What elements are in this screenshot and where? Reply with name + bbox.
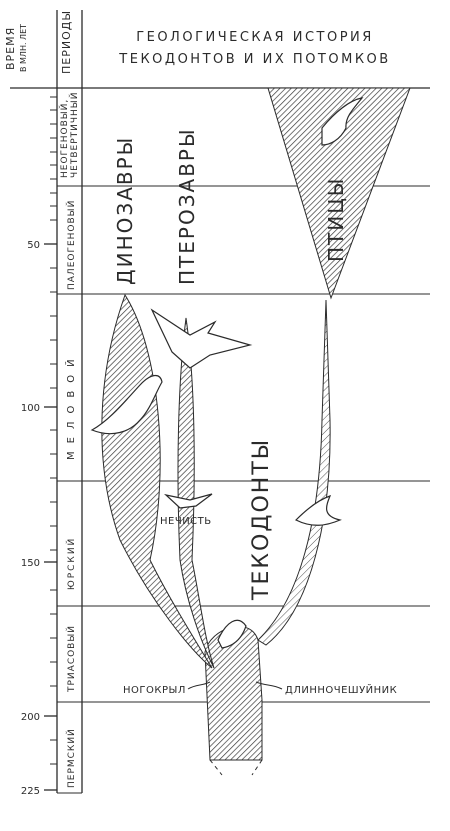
diagram-title-line1: ГЕОЛОГИЧЕСКАЯ ИСТОРИЯ bbox=[136, 30, 374, 45]
label-nechist: НЕЧИСТЬ bbox=[160, 516, 212, 527]
dinosaur-icon bbox=[90, 375, 163, 435]
label-dlinnocheshuynik: ДЛИННОЧЕШУЙНИК bbox=[285, 683, 397, 696]
pterosaur-icon bbox=[150, 308, 253, 369]
early-bird-icon bbox=[294, 495, 342, 526]
period-label-neogene: НЕОГЕНОВЫЙ, bbox=[58, 99, 70, 178]
period-label-triassic: ТРИАСОВЫЙ bbox=[65, 625, 77, 693]
period-label-paleogene: ПАЛЕОГЕНОВЫЙ bbox=[65, 200, 77, 290]
period-labels: НЕОГЕНОВЫЙ, ЧЕТВЕРТИЧНЫЙ ПАЛЕОГЕНОВЫЙ МЕ… bbox=[58, 92, 80, 788]
tick-label: 200 bbox=[21, 712, 40, 723]
tick-label: 225 bbox=[21, 786, 40, 797]
thecodont-base bbox=[204, 626, 263, 776]
tick-label: 50 bbox=[27, 240, 40, 251]
time-unit-label: В МЛН. ЛЕТ bbox=[19, 24, 28, 72]
diagram-title-line2: ТЕКОДОНТОВ И ИХ ПОТОМКОВ bbox=[118, 52, 390, 67]
animal-silhouettes bbox=[90, 97, 364, 649]
time-axis-labels: 50 100 150 200 225 bbox=[21, 240, 40, 797]
bird-icon bbox=[321, 97, 364, 146]
bird-lineage bbox=[257, 87, 411, 646]
dinosaur-lineage bbox=[101, 293, 213, 669]
pterosaur-lineage bbox=[177, 317, 215, 669]
group-labels: ДИНОЗАВРЫ ПТЕРОЗАВРЫ ПТИЦЫ ТЕКОДОНТЫ НЕЧ… bbox=[113, 127, 397, 696]
period-label-cretaceous: МЕЛОВОЙ bbox=[64, 351, 77, 460]
label-nogokryl: НОГОКРЫЛ bbox=[123, 685, 186, 696]
small-pterosaur-icon bbox=[164, 493, 213, 509]
label-birds: ПТИЦЫ bbox=[324, 177, 348, 262]
tick-label: 150 bbox=[21, 558, 40, 569]
label-connectors bbox=[187, 681, 283, 690]
periods-label: ПЕРИОДЫ bbox=[60, 10, 73, 74]
header: ВРЕМЯ В МЛН. ЛЕТ ПЕРИОДЫ ГЕОЛОГИЧЕСКАЯ И… bbox=[4, 10, 390, 74]
thecodont-icon bbox=[217, 619, 247, 649]
label-dinosaurs: ДИНОЗАВРЫ bbox=[113, 136, 137, 285]
time-label: ВРЕМЯ bbox=[4, 27, 17, 70]
period-label-permian: ПЕРМСКИЙ bbox=[65, 728, 77, 788]
label-thecodonts: ТЕКОДОНТЫ bbox=[249, 438, 274, 601]
period-label-quaternary: ЧЕТВЕРТИЧНЫЙ bbox=[68, 92, 80, 178]
period-label-jurassic: ЮРСКИЙ bbox=[65, 537, 77, 590]
label-pterosaurs: ПТЕРОЗАВРЫ bbox=[175, 127, 199, 285]
time-axis-ticks bbox=[44, 96, 57, 791]
tick-label: 100 bbox=[21, 403, 40, 414]
